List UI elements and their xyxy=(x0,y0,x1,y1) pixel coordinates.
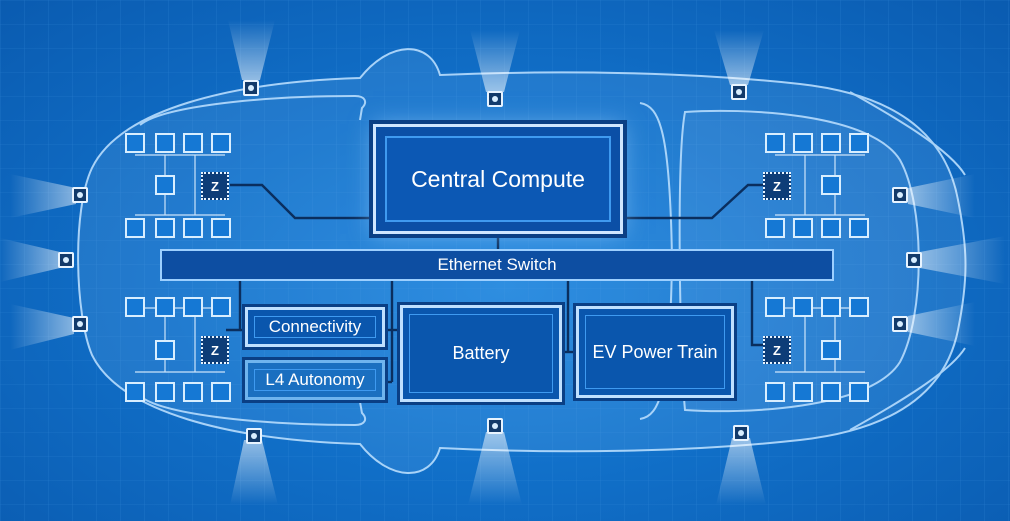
ecu-chip-icon xyxy=(155,175,175,195)
ecu-chip-icon xyxy=(849,133,869,153)
ecu-chip-icon xyxy=(155,218,175,238)
ecu-chip-icon xyxy=(125,133,145,153)
ecu-chip-icon xyxy=(211,382,231,402)
ecu-chip-icon xyxy=(821,382,841,402)
connection-lines xyxy=(226,183,780,384)
camera-sensor-icon xyxy=(72,187,88,203)
zone-controller-icon: Z xyxy=(763,336,791,364)
ecu-chip-icon xyxy=(821,297,841,317)
ecu-chip-icon xyxy=(821,218,841,238)
zone-controller-icon: Z xyxy=(763,172,791,200)
zone-controller-icon: Z xyxy=(201,172,229,200)
ecu-chip-icon xyxy=(125,297,145,317)
ecu-chip-icon xyxy=(211,297,231,317)
ecu-chip-icon xyxy=(793,297,813,317)
camera-sensor-icon xyxy=(246,428,262,444)
ecu-chip-icon xyxy=(155,133,175,153)
ethernet-switch-bar: Ethernet Switch xyxy=(160,249,834,281)
ecu-chip-icon xyxy=(183,218,203,238)
ecu-chip-icon xyxy=(849,218,869,238)
ecu-chip-icon xyxy=(765,382,785,402)
ecu-chip-icon xyxy=(211,218,231,238)
ecu-chip-icon xyxy=(155,382,175,402)
ecu-chip-icon xyxy=(793,133,813,153)
ecu-chip-icon xyxy=(821,340,841,360)
ecu-chip-icon xyxy=(125,382,145,402)
ecu-chip-icon xyxy=(821,175,841,195)
ecu-chip-icon xyxy=(765,218,785,238)
l4-autonomy-module: L4 Autonomy xyxy=(245,360,385,400)
l4-autonomy-label: L4 Autonomy xyxy=(265,370,365,389)
camera-sensor-icon xyxy=(892,316,908,332)
central-compute-label: Central Compute xyxy=(411,165,585,192)
ecu-chip-icon xyxy=(155,297,175,317)
ecu-chip-icon xyxy=(765,297,785,317)
camera-sensor-icon xyxy=(487,418,503,434)
ecu-chip-icon xyxy=(793,218,813,238)
sensor-light-beams xyxy=(0,20,1005,505)
battery-label: Battery xyxy=(452,343,510,363)
ev-power-train-module: EV Power Train xyxy=(576,306,734,398)
camera-sensor-icon xyxy=(243,80,259,96)
central-compute-module: Central Compute xyxy=(373,124,623,234)
camera-sensor-icon xyxy=(731,84,747,100)
ecu-chip-icon xyxy=(125,218,145,238)
ecu-chip-icon xyxy=(821,133,841,153)
connectivity-label: Connectivity xyxy=(268,317,362,336)
camera-sensor-icon xyxy=(72,316,88,332)
ecu-chip-icon xyxy=(849,297,869,317)
camera-sensor-icon xyxy=(487,91,503,107)
ecu-chip-icon xyxy=(183,133,203,153)
ecu-chip-icon xyxy=(183,297,203,317)
camera-sensor-icon xyxy=(906,252,922,268)
ecu-chip-icon xyxy=(183,382,203,402)
connectivity-module: Connectivity xyxy=(245,307,385,347)
ecu-chip-icon xyxy=(155,340,175,360)
ecu-chip-icon xyxy=(765,133,785,153)
ecu-chip-icon xyxy=(849,382,869,402)
ev-power-train-label: EV Power Train xyxy=(592,341,718,362)
camera-sensor-icon xyxy=(733,425,749,441)
zone-controller-icon: Z xyxy=(201,336,229,364)
ecu-chip-icon xyxy=(793,382,813,402)
ecu-chip-icon xyxy=(211,133,231,153)
camera-sensor-icon xyxy=(892,187,908,203)
battery-module: Battery xyxy=(400,305,562,402)
camera-sensor-icon xyxy=(58,252,74,268)
ethernet-switch-label: Ethernet Switch xyxy=(437,255,557,274)
